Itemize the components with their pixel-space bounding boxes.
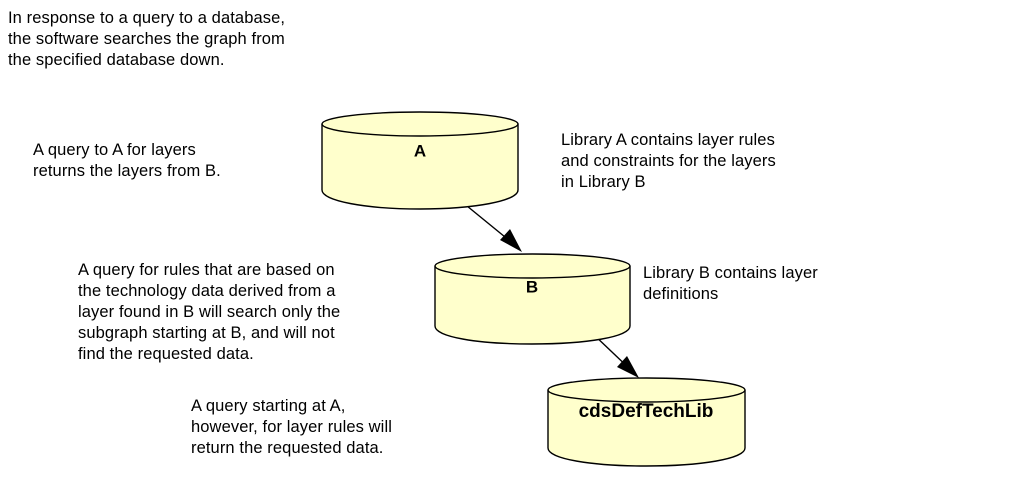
node-b-label: B [526,277,538,296]
node-a-label: A [414,141,426,160]
edge-b-to-cdsdeftechlib-arrowhead [617,356,639,378]
node-cdsdeftechlib-cylinder[interactable]: cdsDefTechLib [547,377,746,467]
node-cdsdeftechlib-body [547,389,746,467]
note-library-a-description: Library A contains layer rules and const… [561,131,776,191]
node-cdsdeftechlib-top-ellipse [547,377,746,403]
note-query-for-rules: A query for rules that are based on the … [78,261,341,363]
node-a-top-ellipse [321,111,519,137]
note-query-starting-at-a: A query starting at A, however, for laye… [191,397,392,457]
node-a-body [321,123,519,210]
node-cdsdeftechlib-label: cdsDefTechLib [579,401,714,422]
intro-note: In response to a query to a database, th… [8,9,286,69]
node-b-top-ellipse [434,253,631,279]
edge-a-to-b-arrowhead [500,229,522,252]
node-a-cylinder[interactable]: A [321,111,519,210]
node-b-cylinder[interactable]: B [434,253,631,345]
node-b-body [434,265,631,345]
note-query-to-a: A query to A for layers returns the laye… [33,141,221,180]
note-library-b-description: Library B contains layer definitions [643,264,818,303]
